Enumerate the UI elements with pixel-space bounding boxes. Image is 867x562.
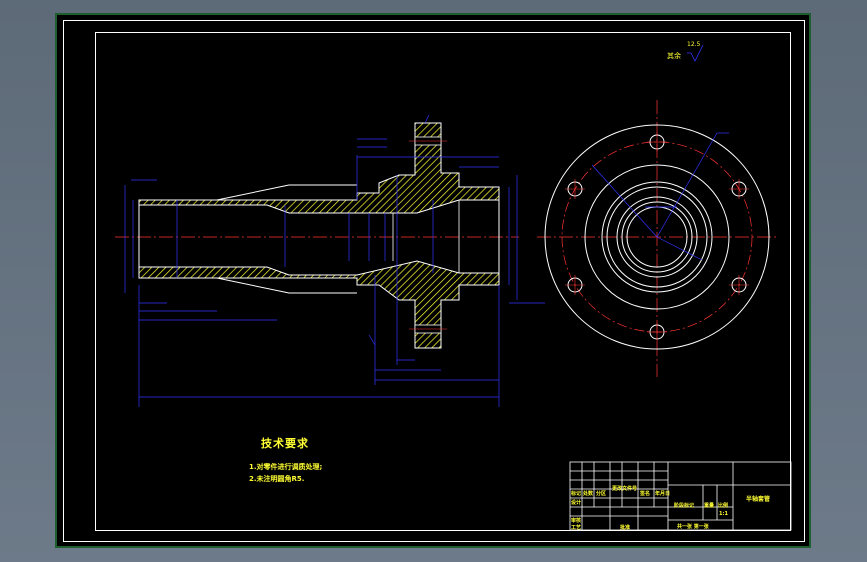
tb-count-label: 处数 <box>583 491 594 497</box>
title-block-grid <box>569 461 792 531</box>
drawing-title: 半轴套管 <box>746 496 771 503</box>
tb-mark-label: 标记 <box>571 491 582 497</box>
tb-sheet-label: 共一张 第一张 <box>677 524 709 530</box>
section-view <box>115 114 545 407</box>
roughness-value: 12.5 <box>687 41 701 48</box>
outer-border <box>63 20 805 542</box>
tb-review-label: 审核 <box>571 518 582 524</box>
tb-process-label: 工艺 <box>571 525 582 531</box>
tb-design-label: 设计 <box>571 500 582 506</box>
tb-stage-label: 阶段标记 <box>674 503 695 509</box>
roughness-symbol <box>687 44 704 62</box>
technical-requirements-title: 技术要求 <box>261 437 309 450</box>
outer-profile <box>138 184 357 294</box>
technical-requirement-1: 1.对零件进行调质处理; <box>249 463 323 471</box>
drawing-frame <box>95 32 791 531</box>
tb-approve-label: 批准 <box>620 525 631 531</box>
tb-scale-label: 比例 <box>718 503 729 509</box>
upper-wall-section <box>138 122 500 214</box>
drawing-canvas <box>115 44 792 531</box>
cad-drawing-viewport[interactable]: 其余 12.5 技术要求 1.对零件进行调质处理; 2.未注明圆角R5. 标记 … <box>55 13 811 548</box>
tb-weight-label: 重量 <box>704 503 715 509</box>
dimension-lines <box>124 114 545 407</box>
flange-outer-circle <box>544 124 770 350</box>
tb-zone-label: 分区 <box>596 491 607 497</box>
tb-scale-value: 1:1 <box>719 511 728 517</box>
roughness-note: 其余 <box>667 52 681 60</box>
tb-sign-label: 签名 <box>640 491 651 497</box>
technical-requirement-2: 2.未注明圆角R5. <box>249 475 305 483</box>
tb-date-label: 年月日 <box>655 491 671 497</box>
end-view <box>537 100 777 377</box>
lower-wall-section <box>138 260 500 349</box>
tb-change-doc-label: 更改文件号 <box>612 486 638 492</box>
